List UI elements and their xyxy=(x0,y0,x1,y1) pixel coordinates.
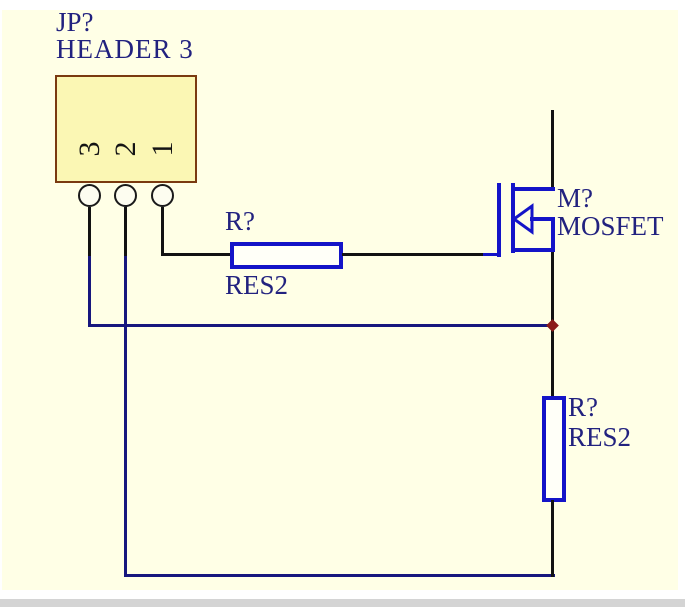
header-pin-1-terminal[interactable] xyxy=(151,184,174,207)
pin3-lead[interactable] xyxy=(88,207,91,258)
header-type-label: HEADER 3 xyxy=(56,34,194,64)
wire-bottom-return[interactable] xyxy=(124,574,555,577)
resistor-load-bottom-lead[interactable] xyxy=(551,500,554,577)
pin1-lead-horizontal[interactable] xyxy=(161,253,233,256)
wire-pin3-to-junction[interactable] xyxy=(88,324,555,327)
resistor-gate-type-label: RES2 xyxy=(225,270,289,300)
mosfet-source-stub[interactable] xyxy=(513,248,555,252)
header-body[interactable] xyxy=(55,75,197,183)
header-pin-2-terminal[interactable] xyxy=(114,184,137,207)
wire-pin2-vertical[interactable] xyxy=(124,256,127,577)
mosfet-type-label: MOSFET xyxy=(557,211,664,241)
header-pin-number-1: 1 xyxy=(146,141,179,157)
mosfet-body-source-connector[interactable] xyxy=(551,217,555,252)
resistor-gate-designator-label: R? xyxy=(225,206,255,236)
mosfet-body-stub[interactable] xyxy=(530,217,555,221)
mosfet-designator-label: M? xyxy=(557,183,593,213)
mosfet-drain-stub[interactable] xyxy=(513,187,555,191)
mosfet-gate-lead[interactable] xyxy=(483,253,500,256)
mosfet-drain-lead[interactable] xyxy=(551,110,554,190)
wire-pin3-vertical[interactable] xyxy=(88,256,91,326)
resistor-gate-body[interactable] xyxy=(230,242,343,269)
mosfet-body-arrow-icon[interactable] xyxy=(510,202,536,236)
resistor-load-body[interactable] xyxy=(542,396,566,502)
resistor-load-designator-label: R? xyxy=(568,392,598,422)
bottom-window-edge xyxy=(0,599,685,607)
resistor-load-type-label: RES2 xyxy=(568,422,632,452)
header-pin-3-terminal[interactable] xyxy=(78,184,101,207)
pin1-lead[interactable] xyxy=(161,207,164,256)
wire-resistor-to-gate[interactable] xyxy=(342,253,483,256)
mosfet-gate-bar[interactable] xyxy=(497,183,501,257)
header-designator-label: JP? xyxy=(56,7,94,37)
pin2-lead[interactable] xyxy=(124,207,127,258)
